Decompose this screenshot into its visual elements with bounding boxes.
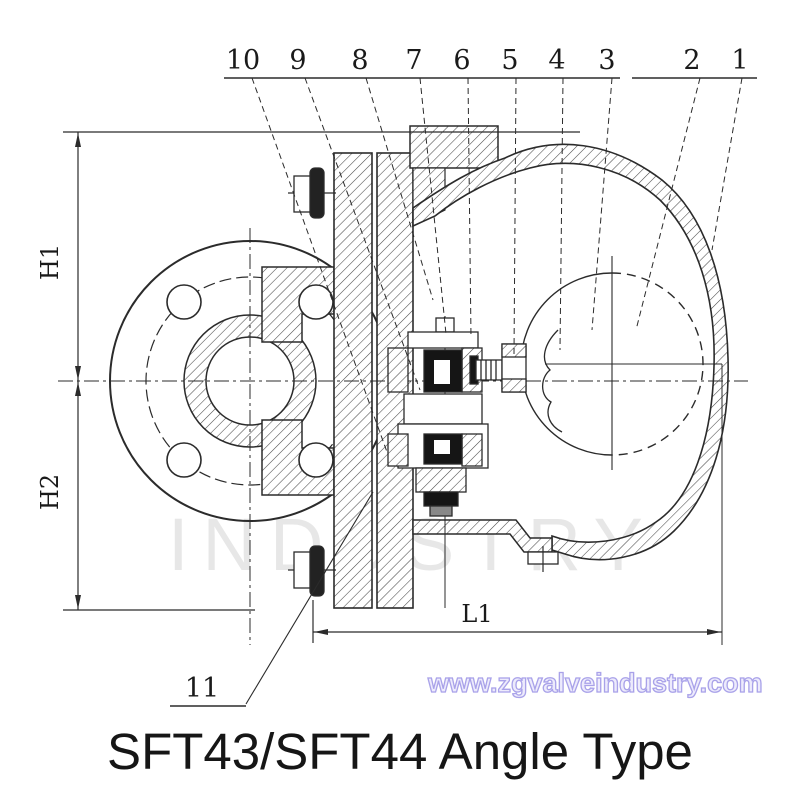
leader-9 xyxy=(304,77,421,391)
lower-neck-section xyxy=(415,467,467,493)
callout-8: 8 xyxy=(351,45,368,76)
callout-3: 3 xyxy=(598,45,615,76)
page-title: SFT43/SFT44 Angle Type xyxy=(107,723,693,780)
callout-5: 5 xyxy=(501,45,518,76)
leader-8 xyxy=(365,77,434,301)
seat-cap-left-upper xyxy=(387,347,409,393)
top-bolt-head xyxy=(293,175,313,213)
leader-5 xyxy=(513,77,517,355)
leader-1 xyxy=(711,77,743,251)
leader-11 xyxy=(245,491,374,705)
bottom-bolt-head xyxy=(293,551,313,589)
callout-numbers: 10 9 8 7 6 5 4 3 2 1 11 xyxy=(185,45,749,704)
callout-6: 6 xyxy=(453,45,470,76)
leader-10 xyxy=(251,77,388,453)
dimension-arrows xyxy=(75,133,721,635)
valve-core-slot-upper xyxy=(434,360,450,384)
callout-7: 7 xyxy=(405,45,422,76)
callout-1: 1 xyxy=(731,45,748,76)
website-watermark: www.zgvalveindustry.com xyxy=(427,667,763,698)
bottom-nut xyxy=(429,505,453,517)
seat-cap-left-lower xyxy=(387,433,409,467)
callout-2: 2 xyxy=(683,45,700,76)
top-bolt-washer xyxy=(309,167,325,219)
dim-label-h1: H1 xyxy=(36,244,64,280)
bottom-plate-section xyxy=(412,519,553,553)
threaded-stem xyxy=(475,359,503,381)
lever-top-bar xyxy=(407,331,479,349)
float-ball xyxy=(520,256,704,470)
callout-leaders xyxy=(251,77,743,453)
callout-10: 10 xyxy=(226,45,260,76)
bottom-bolt-washer xyxy=(309,545,325,597)
valve-chamber xyxy=(403,393,483,425)
leader-6 xyxy=(467,77,472,339)
seat-cap-right-lower xyxy=(461,433,483,467)
leader-4 xyxy=(559,77,564,351)
flange-bolt-holes xyxy=(166,284,334,478)
callout-4: 4 xyxy=(548,45,565,76)
top-boss-section xyxy=(409,125,499,169)
float-lever-bracket xyxy=(541,329,563,433)
stem-fitting-cap-bottom xyxy=(501,378,527,393)
callout-9: 9 xyxy=(289,45,306,76)
dim-label-h2: H2 xyxy=(36,474,64,510)
leader-7 xyxy=(419,77,447,335)
leader-2 xyxy=(635,77,701,331)
valve-core-slot-lower xyxy=(434,440,450,454)
callout-underlines xyxy=(170,77,757,707)
bottom-seal xyxy=(423,491,459,507)
valve-core-lower xyxy=(423,433,463,465)
dim-label-l: L1 xyxy=(461,600,492,628)
callout-11: 11 xyxy=(185,673,219,704)
cover-bolts xyxy=(288,167,336,597)
leader-3 xyxy=(591,77,613,331)
